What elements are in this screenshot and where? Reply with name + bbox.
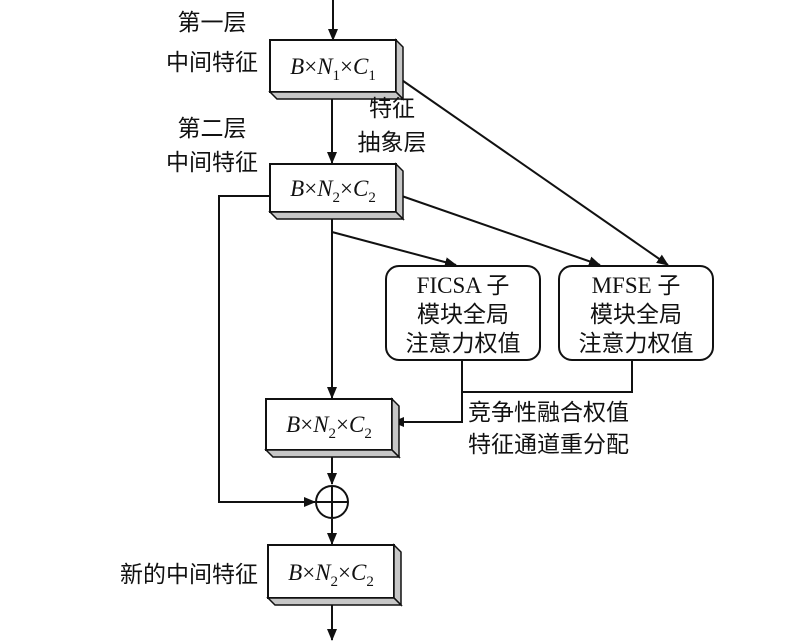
tensor-shape-2: B×N2×C2 <box>290 176 376 206</box>
tensor-block-4: B×N2×C2 <box>266 543 403 607</box>
mfse-label-line2: 模块全局 <box>590 302 682 327</box>
new-feature-label: 新的中间特征 <box>120 562 258 587</box>
layer2-label-line2: 中间特征 <box>166 150 258 175</box>
mfse-label-line1: MFSE 子 <box>592 273 681 298</box>
redistribution-label-line2: 特征通道重分配 <box>468 432 629 457</box>
ficsa-label-line1: FICSA 子 <box>417 273 510 298</box>
abstraction-label-line2: 抽象层 <box>358 130 427 155</box>
layer2-label-line1: 第二层 <box>178 116 247 141</box>
mfse-module-box: MFSE 子 模块全局 注意力权值 <box>558 265 714 361</box>
ficsa-module-box: FICSA 子 模块全局 注意力权值 <box>385 265 541 361</box>
ficsa-label-line2: 模块全局 <box>417 302 509 327</box>
tensor-shape-4: B×N2×C2 <box>288 560 374 590</box>
redistribution-label-line1: 竞争性融合权值 <box>468 400 629 425</box>
arrow-merge-to-tensor3 <box>392 392 463 427</box>
ficsa-label-line3: 注意力权值 <box>406 331 521 356</box>
tensor-block-1: B×N1×C1 <box>268 38 405 101</box>
arrow-tensor1-to-mfse <box>395 75 669 266</box>
tensor-block-3: B×N2×C2 <box>264 397 401 459</box>
layer1-label-line2: 中间特征 <box>166 50 258 75</box>
ficsa-mfse-merge-line <box>461 360 633 393</box>
tensor-block-2: B×N2×C2 <box>268 162 405 221</box>
residual-skip-arrow <box>218 195 316 507</box>
mfse-label-line3: 注意力权值 <box>579 331 694 356</box>
layer1-label-line1: 第一层 <box>178 10 247 35</box>
abstraction-label-line1: 特征 <box>369 96 415 121</box>
arrow-tensor2-to-mfse <box>395 193 601 267</box>
tensor-shape-1: B×N1×C1 <box>290 54 376 84</box>
circle-plus-icon <box>315 485 349 519</box>
tensor-shape-3: B×N2×C2 <box>286 412 372 442</box>
arrow-tensor2-to-ficsa <box>331 231 457 268</box>
